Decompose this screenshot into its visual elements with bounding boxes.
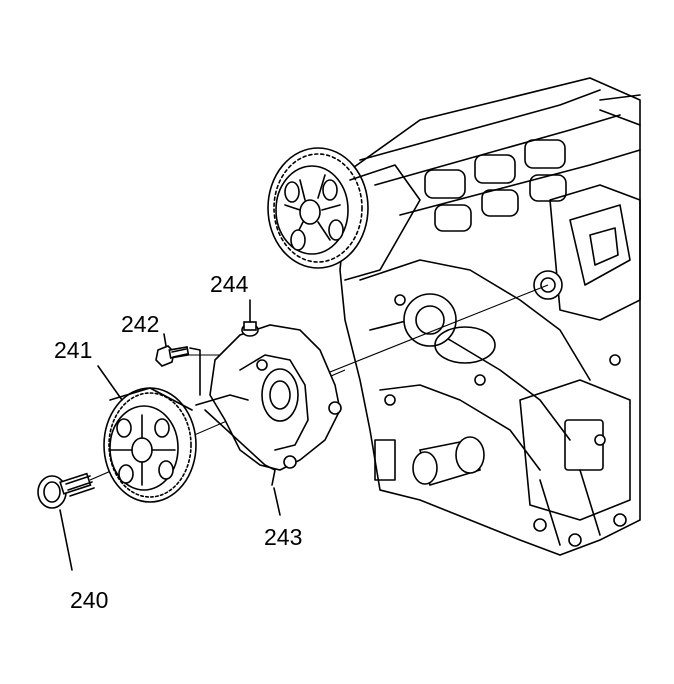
timing-belt-rear-cover — [195, 324, 342, 486]
callout-240: 240 — [70, 587, 108, 613]
camshaft-sprocket-241 — [103, 387, 197, 503]
callout-241: 241 — [54, 337, 92, 363]
leader-lines — [59, 365, 281, 571]
callout-243: 243 — [264, 524, 302, 550]
engine-block — [339, 77, 641, 556]
callout-242: 242 — [121, 311, 159, 337]
sprocket-bolt-240 — [37, 472, 95, 509]
cover-bolt-244 — [241, 299, 259, 337]
cover-bolt-242 — [155, 333, 201, 396]
callout-244: 244 — [210, 271, 249, 297]
installed-camshaft-sprocket — [267, 147, 421, 281]
